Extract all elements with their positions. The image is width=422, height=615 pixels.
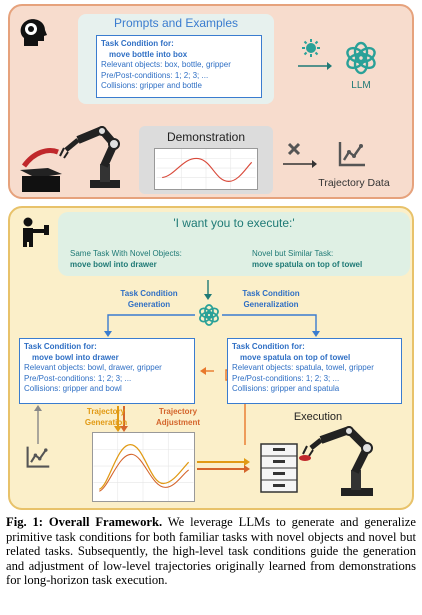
lightbulb-gear-icon: [302, 39, 320, 57]
caption-text: We leverage LLMs to generate and general…: [6, 515, 416, 588]
trajectory-data-chart-icon: [338, 142, 365, 167]
human-brain-icon: [20, 19, 47, 46]
right-task-name: move spatula on top of towel: [240, 352, 351, 362]
example-collisions: Collisions: gripper and bottle: [101, 81, 202, 90]
example-task-condition-box: Task Condition for: move bottle into box…: [96, 35, 262, 98]
tools-icon: [287, 142, 301, 156]
same-task-label: Same Task With Novel Objects:: [70, 249, 182, 258]
request-background: [58, 212, 410, 276]
right-pre-post: Pre/Post-conditions: 1; 2; 3; ...: [232, 373, 340, 383]
trajectory-generation-line1: Trajectory: [86, 407, 126, 416]
execution-robot-drawer-icon: [260, 426, 373, 496]
execution-label: Execution: [293, 411, 343, 423]
novel-task-label: Novel but Similar Task:: [252, 249, 334, 258]
novel-task-value: move spatula on top of towel: [252, 260, 363, 269]
figure-caption: Fig. 1: Overall Framework. We leverage L…: [6, 515, 416, 588]
request-title: 'I want you to execute:': [173, 216, 295, 230]
left-condition-title: Task Condition for:: [24, 342, 97, 351]
trajectory-generation-line2: Generation: [84, 418, 128, 427]
arrow-to-trajectory-icon: [283, 160, 317, 168]
left-task-name: move bowl into drawer: [32, 352, 119, 362]
generation-label-line2: Generation: [127, 300, 171, 309]
trajectory-adjustment-line2: Adjustment: [156, 418, 200, 427]
same-task-value: move bowl into drawer: [70, 260, 157, 269]
person-pointing-icon: [23, 217, 49, 247]
generalization-label-line2: Generalization: [243, 300, 299, 309]
generalization-label-line1: Task Condition: [242, 289, 300, 298]
right-relevant-objects: Relevant objects: spatula, towel, grippe…: [232, 363, 374, 372]
example-condition-title: Task Condition for:: [101, 39, 174, 48]
example-task-name: move bottle into box: [109, 49, 188, 59]
robot-arm-with-box-icon: [20, 126, 120, 192]
generated-trajectory-plot: [92, 432, 195, 502]
right-condition-title: Task Condition for:: [232, 342, 305, 351]
central-llm-icon: [199, 304, 219, 326]
left-relevant-objects: Relevant objects: bowl, drawer, gripper: [24, 363, 162, 372]
example-pre-post: Pre/Post-conditions: 1; 2; 3; ...: [101, 70, 209, 80]
trajectory-adjustment-line1: Trajectory: [158, 407, 198, 416]
left-pre-post: Pre/Post-conditions: 1; 2; 3; ...: [24, 373, 132, 383]
right-collisions: Collisions: gripper and spatula: [232, 384, 340, 393]
llm-openai-icon: [346, 41, 376, 75]
demonstration-title: Demonstration: [166, 130, 246, 144]
caption-figure-label: Fig. 1: Overall Framework.: [6, 515, 163, 529]
llm-label: LLM: [351, 80, 371, 91]
arrow-to-llm-icon: [298, 62, 332, 70]
right-task-condition-box: Task Condition for: move spatula on top …: [227, 338, 402, 404]
example-relevant-objects: Relevant objects: box, bottle, gripper: [101, 60, 231, 69]
left-task-condition-box: Task Condition for: move bowl into drawe…: [19, 338, 195, 404]
trajectory-data-label: Trajectory Data: [318, 177, 390, 189]
generation-label-line1: Task Condition: [120, 289, 178, 298]
left-collisions: Collisions: gripper and bowl: [24, 384, 122, 393]
demonstration-trajectory-plot: [154, 148, 258, 190]
prompts-title: Prompts and Examples: [113, 16, 239, 30]
left-chart-icon: [26, 446, 50, 468]
